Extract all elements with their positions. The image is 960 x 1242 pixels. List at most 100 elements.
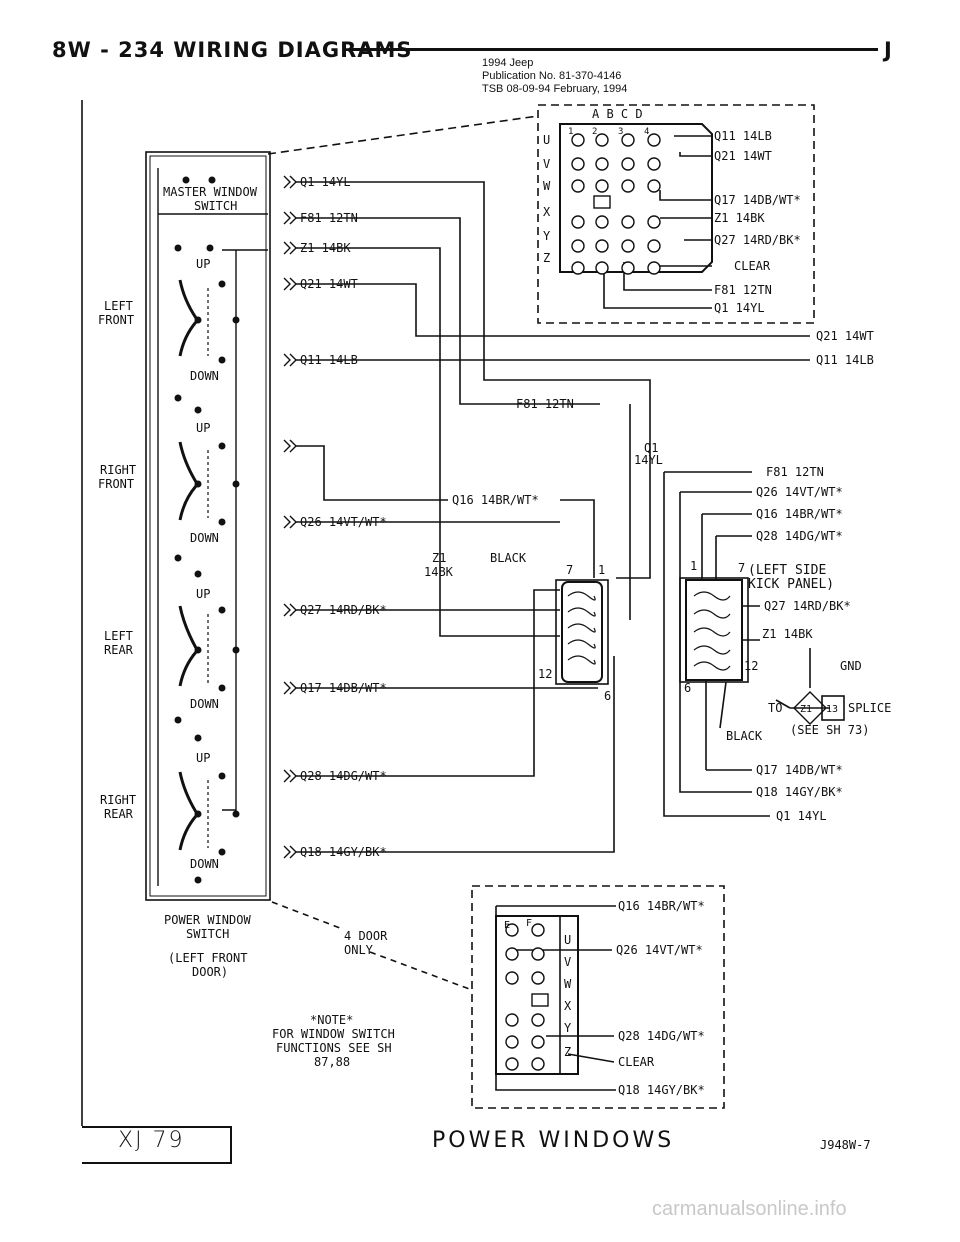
cb-e: E — [504, 920, 510, 931]
pub-line-1: 1994 Jeep — [482, 57, 534, 69]
q1-mid-1: Q1 — [644, 441, 658, 455]
note-line-1: FOR WINDOW SWITCH — [272, 1027, 395, 1041]
kp-splice: SPLICE — [848, 701, 891, 715]
mid-pin-1: 1 — [598, 563, 605, 577]
brand-mark: J — [884, 38, 892, 62]
connector-bottom-frame — [471, 885, 725, 1109]
diagram-code: J948W-7 — [820, 1138, 871, 1152]
page-footer: XJ 79 POWER WINDOWS J948W-7 — [82, 1126, 902, 1164]
kp-z1-tag: Z1 — [800, 704, 812, 715]
wire-z1: Z1 14BK — [300, 241, 351, 255]
wire-f81: F81 12TN — [300, 211, 358, 225]
watermark: carmanualsonline.info — [652, 1198, 847, 1220]
wire-q21: Q21 14WT — [300, 277, 358, 291]
kp-location-1: (LEFT SIDE — [748, 563, 826, 578]
note-line-3: 87,88 — [314, 1055, 350, 1069]
ct-wire-f81: F81 12TN — [714, 283, 772, 297]
wire-q17: Q17 14DB/WT* — [300, 681, 387, 695]
left-rear-label-2: REAR — [104, 643, 134, 657]
switch-title-1: MASTER WINDOW — [163, 185, 258, 199]
switch-caption-3: (LEFT FRONT — [168, 951, 247, 965]
lr-up-label: UP — [196, 587, 210, 601]
kp-z1: Z1 14BK — [762, 627, 813, 641]
rf-up-label: UP — [196, 421, 210, 435]
kp-q16: Q16 14BR/WT* — [756, 507, 843, 521]
rf-down-label: DOWN — [190, 531, 219, 545]
switch-title-2: SWITCH — [194, 199, 237, 213]
switch-caption-4: DOOR) — [192, 965, 228, 979]
ct-wire-clear: CLEAR — [734, 259, 771, 273]
four-door-2: ONLY — [344, 943, 374, 957]
ct-wire-z1: Z1 14BK — [714, 211, 765, 225]
mid-pin-7: 7 — [566, 563, 573, 577]
left-front-label-2: FRONT — [98, 313, 134, 327]
cb-row-y: Y — [564, 1021, 572, 1035]
kp-pin-7: 7 — [738, 561, 745, 575]
left-front-label-1: LEFT — [104, 299, 133, 313]
pin-num-4: 4 — [644, 127, 649, 137]
kp-gnd: GND — [840, 659, 862, 673]
right-rear-label-2: REAR — [104, 807, 134, 821]
pin-num-2: 2 — [592, 127, 597, 137]
lf-down-label: DOWN — [190, 369, 219, 383]
kp-q18: Q18 14GY/BK* — [756, 785, 843, 799]
cb-wire-q28: Q28 14DG/WT* — [618, 1029, 705, 1043]
kp-black: BLACK — [726, 729, 763, 743]
wire-q1: Q1 14YL — [300, 175, 351, 189]
row-w: W — [543, 179, 551, 193]
connector-top-frame — [537, 104, 815, 324]
ct-wire-q11: Q11 14LB — [714, 129, 772, 143]
diagram-title: POWER WINDOWS — [432, 1128, 675, 1153]
q11-right: Q11 14LB — [816, 353, 874, 367]
model-label: XJ 79 — [118, 1128, 185, 1153]
row-z: Z — [543, 251, 550, 265]
note-title: *NOTE* — [310, 1013, 353, 1027]
page-header: 8W - 234 WIRING DIAGRAMS J 1994 Jeep Pub… — [0, 0, 960, 100]
row-y: Y — [543, 229, 551, 243]
kp-q28: Q28 14DG/WT* — [756, 529, 843, 543]
switch-frame — [145, 151, 271, 901]
kp-pin-12: 12 — [744, 659, 758, 673]
header-rule — [350, 48, 878, 51]
row-v: V — [543, 157, 550, 171]
cb-row-v: V — [564, 955, 571, 969]
q16-mid: Q16 14BR/WT* — [452, 493, 539, 507]
lf-up-label: UP — [196, 257, 210, 271]
cb-wire-q16: Q16 14BR/WT* — [618, 899, 705, 913]
cb-row-u: U — [564, 933, 571, 947]
black-mid: BLACK — [490, 551, 527, 565]
kp-q26: Q26 14VT/WT* — [756, 485, 843, 499]
four-door-1: 4 DOOR — [344, 929, 388, 943]
cb-row-w: W — [564, 977, 572, 991]
q1-mid-2: 14YL — [634, 453, 663, 467]
right-rear-label-1: RIGHT — [100, 793, 136, 807]
kp-see: (SEE SH 73) — [790, 723, 869, 737]
wire-q28: Q28 14DG/WT* — [300, 769, 387, 783]
right-front-label-1: RIGHT — [100, 463, 136, 477]
publication-info: 1994 Jeep Publication No. 81-370-4146 TS… — [482, 57, 627, 96]
row-u: U — [543, 133, 550, 147]
kp-q27: Q27 14RD/BK* — [764, 599, 851, 613]
row-x: X — [543, 205, 551, 219]
wire-q18: Q18 14GY/BK* — [300, 845, 387, 859]
ct-wire-q1: Q1 14YL — [714, 301, 765, 315]
switch-caption-2: SWITCH — [186, 927, 229, 941]
pub-line-3: TSB 08-09-94 February, 1994 — [482, 83, 628, 95]
z1-mid-1: Z1 — [432, 551, 446, 565]
cb-row-z: Z — [564, 1045, 571, 1059]
rr-down-label: DOWN — [190, 857, 219, 871]
switch-caption-1: POWER WINDOW — [164, 913, 251, 927]
cb-f: F — [526, 918, 532, 929]
kp-location-2: KICK PANEL) — [748, 577, 834, 592]
pin-num-3: 3 — [618, 127, 623, 137]
left-rear-label-1: LEFT — [104, 629, 133, 643]
ct-wire-q21: Q21 14WT — [714, 149, 772, 163]
rr-up-label: UP — [196, 751, 210, 765]
kp-q17: Q17 14DB/WT* — [756, 763, 843, 777]
kp-pin-6: 6 — [684, 681, 691, 695]
pin-num-1: 1 — [568, 127, 573, 137]
kp-pin-1: 1 — [690, 559, 697, 573]
kp-q1: Q1 14YL — [776, 809, 827, 823]
pub-line-2: Publication No. 81-370-4146 — [482, 70, 622, 82]
